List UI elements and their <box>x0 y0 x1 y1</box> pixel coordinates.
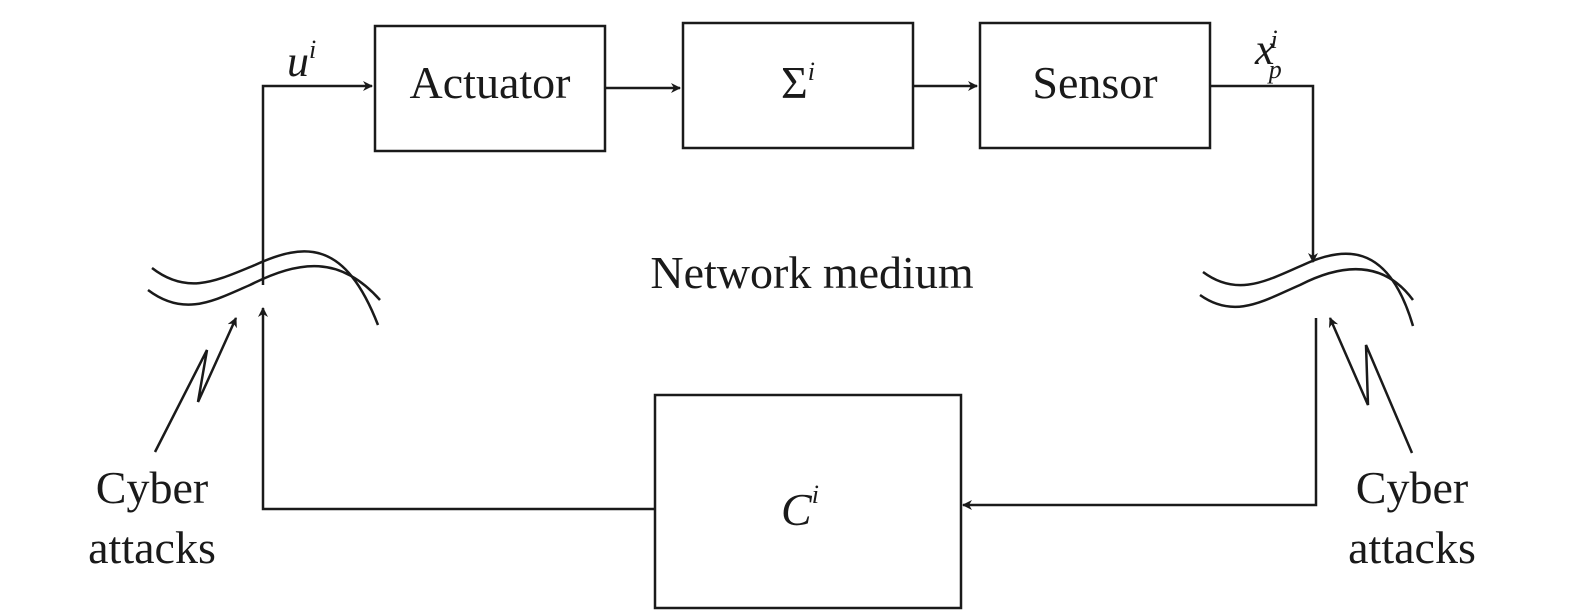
network-medium-label: Network medium <box>650 247 973 298</box>
sigma-label: Σi <box>781 57 815 108</box>
right-attacks-label: Cyber attacks <box>1348 462 1476 573</box>
input-signal-arrow <box>261 81 373 285</box>
actuator-label: Actuator <box>410 57 571 108</box>
sensor-block: Sensor <box>978 21 1212 150</box>
input-signal-label: ui <box>287 35 316 86</box>
svg-text:attacks: attacks <box>1348 522 1476 573</box>
left-attacks-label: Cyber attacks <box>88 462 216 573</box>
actuator-block: Actuator <box>373 24 607 153</box>
sensor-label: Sensor <box>1032 57 1157 108</box>
output-signal-arrow <box>1210 84 1318 263</box>
left-network-wave <box>147 250 381 326</box>
left-attack-arrow <box>153 317 238 453</box>
svg-text:Cyber: Cyber <box>1356 462 1468 513</box>
controller-block: Ci <box>653 393 963 610</box>
controller-to-network-arrow <box>258 307 655 511</box>
svg-text:attacks: attacks <box>88 522 216 573</box>
controller-label: Ci <box>781 480 819 535</box>
feedback-to-controller-arrow <box>962 318 1318 510</box>
sigma-block: Σi <box>681 21 915 150</box>
right-attack-arrow <box>1328 317 1414 454</box>
svg-text:Cyber: Cyber <box>96 462 208 513</box>
right-network-wave <box>1199 252 1415 327</box>
